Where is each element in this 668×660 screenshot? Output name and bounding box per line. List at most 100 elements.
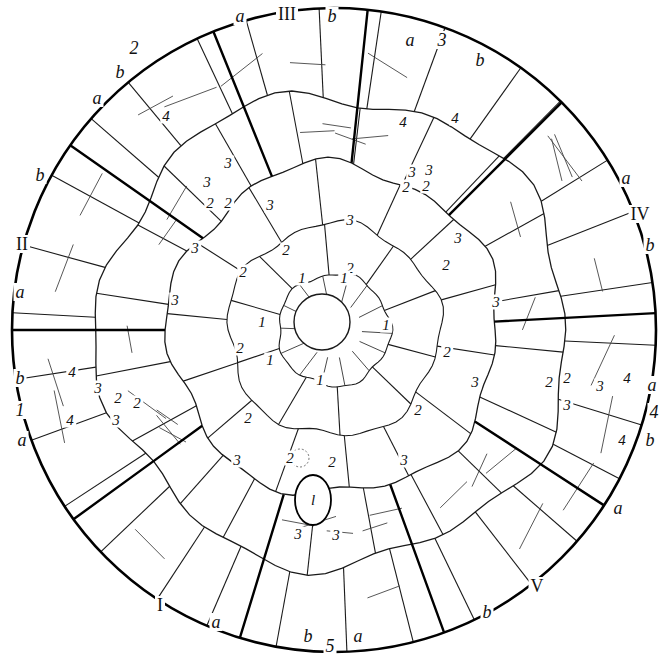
cell-wall [470, 68, 521, 139]
cell-wall [440, 482, 467, 508]
cell-number: 2 [242, 411, 254, 426]
cell-wall [384, 291, 435, 311]
cell-wall [197, 39, 232, 114]
sector-numeral: I [155, 596, 165, 614]
perimeter-label: b [302, 627, 315, 645]
cell-number: 2 [204, 196, 216, 211]
perimeter-label: 1 [14, 401, 27, 419]
cell-wall [601, 396, 613, 453]
cell-wall [249, 187, 282, 242]
cell-number: 2 [280, 243, 292, 258]
perimeter-label: 5 [324, 637, 337, 655]
cell-wall [472, 454, 487, 487]
cell-wall [372, 367, 411, 404]
cell-number: 2 [561, 371, 573, 386]
cell-wall [55, 244, 73, 291]
cell-number: 3 [561, 398, 573, 413]
cell-wall [319, 8, 323, 97]
sector-numeral: III [276, 5, 298, 23]
cell-wall [446, 156, 499, 212]
cell-ring [227, 220, 443, 436]
perimeter-label: b [34, 166, 47, 184]
cell-number: 3 [264, 198, 276, 213]
cell-number: 2 [237, 265, 249, 280]
perimeter-label: 2 [128, 39, 141, 57]
cell-ring [165, 157, 496, 495]
cell-wall [494, 291, 559, 302]
cell-wall [458, 451, 501, 493]
perimeter-label: a [14, 283, 27, 301]
cell-wall [563, 463, 593, 510]
cell-number: 2 [284, 451, 296, 466]
perimeter-label: a [352, 627, 365, 645]
cell-wall [96, 362, 170, 376]
cell-wall [215, 124, 251, 186]
cell-wall [223, 479, 254, 538]
cell-wall [180, 455, 223, 503]
cell-number: 3 [110, 413, 122, 428]
cell-wall [367, 586, 399, 598]
perimeter-label: a [234, 7, 247, 25]
sector-boundary [449, 102, 562, 215]
perimeter-label: b [481, 603, 494, 621]
sector-boundary [70, 145, 203, 238]
cell-wall [504, 101, 561, 158]
cell-ring [95, 91, 565, 575]
cell-number: 3 [469, 375, 481, 390]
cell-wall [547, 211, 633, 245]
cell-number: 3 [423, 163, 435, 178]
sector-boundary [213, 31, 272, 176]
cell-number: 4 [621, 371, 633, 386]
sector-numeral: IV [629, 205, 652, 223]
cell-number: 3 [452, 231, 464, 246]
cell-wall [23, 245, 105, 267]
cell-wall [480, 397, 557, 432]
cell-wall [316, 159, 323, 225]
cell-wall [441, 285, 495, 300]
perimeter-label: 3 [436, 31, 449, 49]
cell-number: 2 [222, 196, 234, 211]
cell-wall [276, 429, 299, 492]
cell-wall [12, 313, 95, 317]
cell-wall [561, 283, 653, 297]
cell-wall [128, 391, 166, 419]
cell-wall [511, 202, 521, 237]
sector-boundary [240, 494, 284, 638]
cell-wall [157, 527, 204, 599]
cell-wall [157, 410, 178, 425]
cell-number: 3 [330, 528, 342, 543]
perimeter-label: a [612, 499, 625, 517]
cell-number: 3 [406, 165, 418, 180]
cell-number: 1 [314, 373, 326, 388]
cell-wall [352, 351, 369, 371]
perimeter-label: a [210, 613, 223, 631]
sector-numeral: II [14, 235, 30, 253]
perimeter-label: b [326, 7, 339, 25]
cell-wall [128, 82, 181, 145]
cell-wall [541, 160, 607, 201]
cell-number: 4 [616, 433, 628, 448]
cell-number: 3 [169, 293, 181, 308]
cell-wall [519, 503, 542, 549]
cell-wall [157, 415, 181, 444]
cell-wall [164, 166, 221, 221]
cell-wall [221, 54, 262, 87]
cell-number: 4 [449, 111, 461, 126]
cell-number: 3 [398, 453, 410, 468]
perimeter-label: 4 [648, 403, 661, 421]
cell-wall [351, 286, 367, 308]
cell-wall [352, 136, 388, 139]
cell-wall [52, 175, 139, 223]
cell-number: 3 [490, 295, 502, 310]
cell-number: 1 [296, 271, 308, 286]
cell-wall [80, 173, 102, 215]
cell-wall [366, 246, 393, 285]
cell-wall [390, 549, 414, 642]
cell-number: 2 [234, 341, 246, 356]
cell-wall [370, 508, 402, 515]
cell-wall [31, 413, 106, 440]
cell-number: 2 [326, 455, 338, 470]
cell-wall [325, 224, 330, 275]
cell-wall [496, 346, 563, 353]
